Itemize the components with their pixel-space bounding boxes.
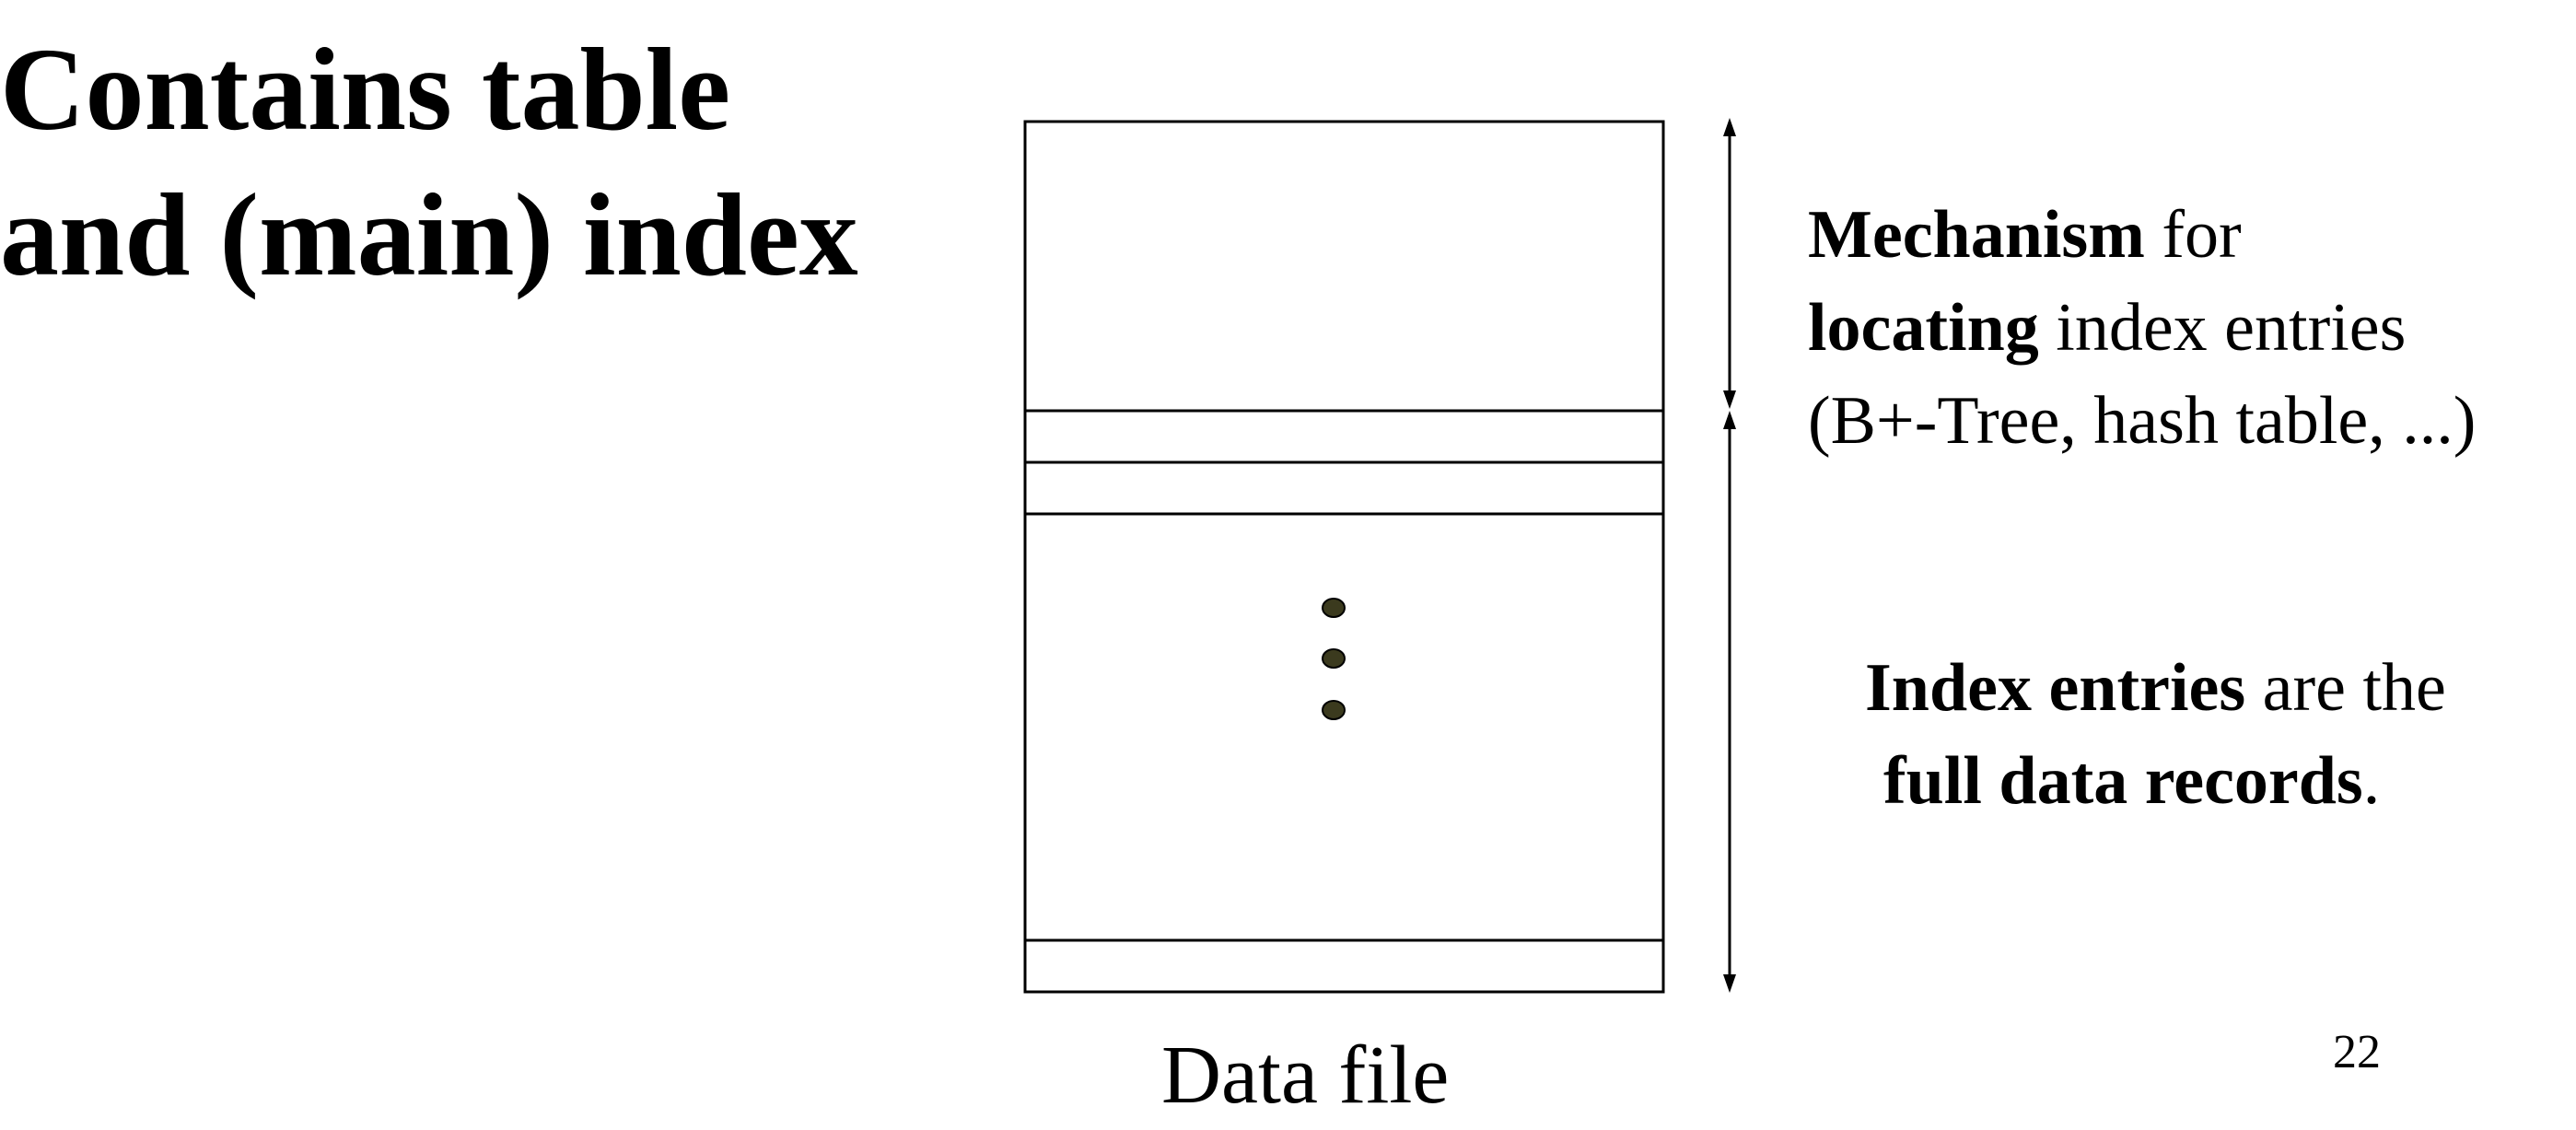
mechanism-arrow-top-head bbox=[1723, 118, 1736, 136]
mechanism-note: Mechanism for locating index entries (B+… bbox=[1808, 189, 2476, 468]
entries-note-line-2: full data records. bbox=[1865, 735, 2446, 828]
full-data-records-rest: . bbox=[2362, 743, 2381, 819]
locating-bold: locating bbox=[1808, 290, 2039, 366]
index-entries-bold: Index entries bbox=[1865, 650, 2246, 726]
ellipsis-dot-3 bbox=[1322, 700, 1346, 720]
slide-title-line-2: and (main) index bbox=[0, 169, 858, 300]
mechanism-bold: Mechanism bbox=[1808, 197, 2145, 273]
mechanism-rest: for bbox=[2144, 197, 2242, 273]
entries-arrow-top-head bbox=[1723, 411, 1736, 429]
ellipsis-dot-1 bbox=[1322, 598, 1346, 618]
data-file-box bbox=[1023, 120, 1665, 994]
index-entries-rest: are the bbox=[2245, 650, 2446, 726]
mechanism-note-line-1: Mechanism for bbox=[1808, 189, 2476, 282]
entries-note: Index entries are the full data records. bbox=[1865, 642, 2446, 828]
mechanism-note-line-2: locating index entries bbox=[1808, 282, 2476, 375]
mechanism-note-line-3: (B+-Tree, hash table, ...) bbox=[1808, 383, 2477, 459]
slide-title-line-1: Contains table bbox=[0, 24, 730, 155]
ellipsis-dot-2 bbox=[1322, 648, 1346, 669]
mechanism-arrow-bottom-head bbox=[1723, 390, 1736, 409]
entries-note-line-1: Index entries are the bbox=[1865, 642, 2446, 735]
full-data-records-bold: full data records bbox=[1883, 743, 2363, 819]
locating-rest: index entries bbox=[2038, 290, 2407, 366]
slide-title: Contains table and (main) index bbox=[0, 17, 858, 308]
page-number: 22 bbox=[2333, 1026, 2381, 1078]
data-file-caption: Data file bbox=[1161, 1030, 1450, 1121]
entries-arrow-bottom-head bbox=[1723, 974, 1736, 993]
